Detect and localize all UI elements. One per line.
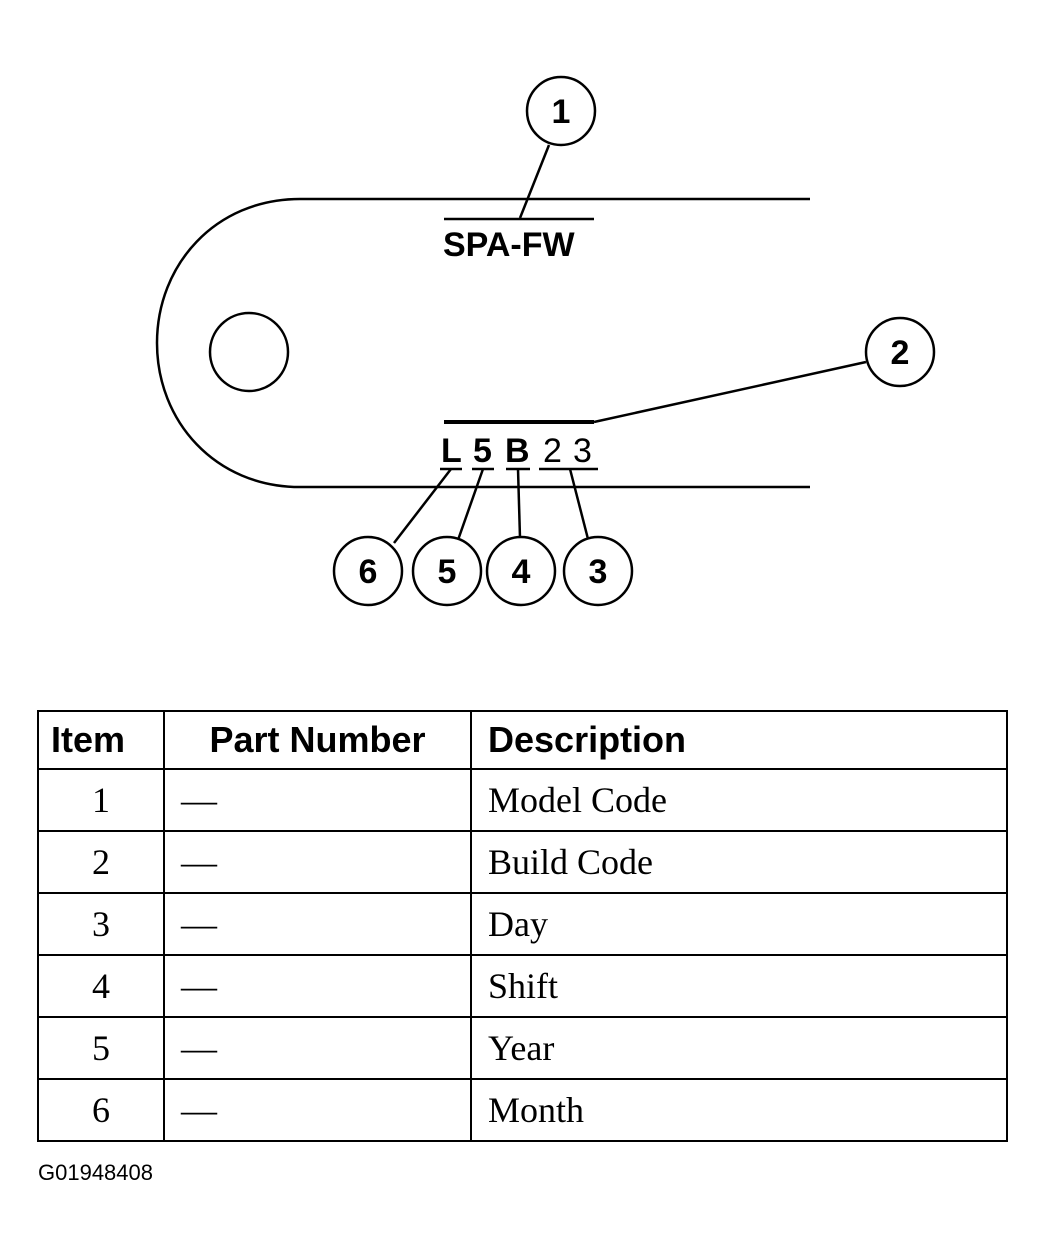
leader-4 bbox=[516, 468, 522, 539]
part-number-cell: — bbox=[163, 1016, 472, 1080]
part-number-cell: — bbox=[163, 768, 472, 832]
header-description: Description bbox=[470, 710, 1008, 770]
callout-3: 3 bbox=[562, 535, 634, 607]
item-cell: 5 bbox=[37, 1016, 165, 1080]
build-code-char-day-1: 2 bbox=[543, 432, 562, 470]
callout-2: 2 bbox=[864, 316, 936, 388]
description-cell: Year bbox=[470, 1016, 1008, 1080]
leader-5 bbox=[456, 468, 485, 541]
description-cell: Day bbox=[470, 892, 1008, 956]
svg-text:1: 1 bbox=[552, 93, 571, 131]
header-part-number: Part Number bbox=[163, 710, 472, 770]
build-code-char-year: 5 bbox=[473, 432, 492, 470]
table-row: 1 — Model Code bbox=[37, 768, 1008, 832]
part-number-cell: — bbox=[163, 1078, 472, 1142]
part-number-cell: — bbox=[163, 954, 472, 1018]
leader-2 bbox=[593, 360, 867, 424]
item-cell: 1 bbox=[37, 768, 165, 832]
table-row: 5 — Year bbox=[37, 1016, 1008, 1080]
header-item: Item bbox=[37, 710, 165, 770]
build-code-char-day-2: 3 bbox=[573, 432, 592, 470]
part-number-cell: — bbox=[163, 892, 472, 956]
item-cell: 3 bbox=[37, 892, 165, 956]
item-cell: 2 bbox=[37, 830, 165, 894]
model-code-text: SPA-FW bbox=[443, 226, 575, 264]
leader-6 bbox=[393, 468, 452, 544]
svg-text:4: 4 bbox=[512, 553, 531, 591]
callout-1: 1 bbox=[525, 75, 597, 147]
table-header-row: Item Part Number Description bbox=[37, 710, 1008, 770]
part-number-cell: — bbox=[163, 830, 472, 894]
build-code-char-month: L bbox=[441, 432, 462, 470]
description-cell: Month bbox=[470, 1078, 1008, 1142]
leader-1 bbox=[518, 144, 551, 219]
description-cell: Build Code bbox=[470, 830, 1008, 894]
identification-tag-diagram: SPA-FW L 5 B 2 3 1 2 6 5 4 3 bbox=[155, 75, 936, 607]
callout-5: 5 bbox=[411, 535, 483, 607]
description-cell: Model Code bbox=[470, 768, 1008, 832]
svg-text:5: 5 bbox=[438, 553, 457, 591]
callout-6: 6 bbox=[332, 535, 404, 607]
item-cell: 6 bbox=[37, 1078, 165, 1142]
table-row: 6 — Month bbox=[37, 1078, 1008, 1142]
svg-text:6: 6 bbox=[359, 553, 378, 591]
item-cell: 4 bbox=[37, 954, 165, 1018]
table-row: 2 — Build Code bbox=[37, 830, 1008, 894]
description-cell: Shift bbox=[470, 954, 1008, 1018]
figure-id: G01948408 bbox=[38, 1160, 153, 1185]
table-row: 4 — Shift bbox=[37, 954, 1008, 1018]
callout-4: 4 bbox=[485, 535, 557, 607]
mounting-hole bbox=[208, 311, 290, 393]
svg-text:2: 2 bbox=[891, 334, 910, 372]
build-code-char-shift: B bbox=[505, 432, 530, 470]
tag-outline bbox=[155, 197, 810, 489]
leader-3 bbox=[568, 468, 590, 540]
parts-table: Item Part Number Description 1 — Model C… bbox=[37, 710, 1008, 1142]
table-row: 3 — Day bbox=[37, 892, 1008, 956]
svg-text:3: 3 bbox=[589, 553, 608, 591]
